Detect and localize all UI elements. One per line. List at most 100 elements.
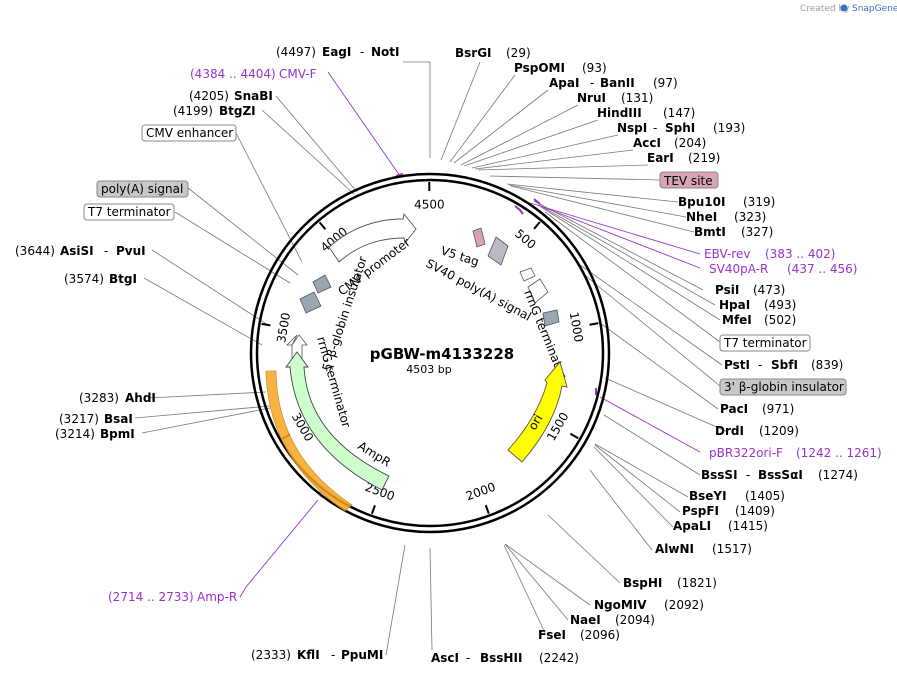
backbone-outer — [249, 172, 611, 534]
site-bsphi-pos: (1821) — [677, 576, 717, 590]
site-alwni-name: AlwNI — [655, 542, 694, 556]
globin-right-box — [719, 378, 847, 396]
snapgene-logo-icon — [840, 4, 848, 12]
site-bmti-name: BmtI — [694, 225, 726, 239]
primer-leaders — [239, 71, 701, 598]
site-bsssi-sep: - — [746, 468, 750, 482]
site-asci-pos: (2242) — [539, 651, 579, 665]
site-pspomi-name: PspOMI — [514, 61, 565, 75]
site-acci-name: AccI — [633, 136, 661, 150]
site-bsrgi-pos: (29) — [506, 46, 531, 60]
scale-tick-mark — [261, 322, 271, 327]
sv40-polya-marker — [487, 236, 509, 266]
site-bpu10i-name: Bpu10I — [678, 195, 725, 209]
site-kfli-pos: (2333) — [251, 648, 291, 662]
site-psti-pos: (839) — [811, 358, 843, 372]
site-drdi-pos: (1209) — [759, 424, 799, 438]
t7-feature-marker — [299, 291, 322, 314]
snapgene-logo: SnapGene — [852, 4, 897, 14]
site-asci-sep: - — [466, 651, 470, 665]
site-naei-name: NaeI — [570, 613, 601, 627]
site-btgzi-name: BtgZI — [219, 104, 256, 118]
ampr-arrow — [285, 351, 390, 491]
t7-right-box — [719, 334, 811, 352]
scale-tick-mark — [370, 505, 376, 515]
scale-tick-label: 1000 — [567, 311, 586, 344]
site-sbfi-name: SbfI — [771, 358, 798, 372]
site-psii-pos: (473) — [753, 283, 785, 297]
site-ngomiv-name: NgoMIV — [594, 598, 647, 612]
site-ahdi-name: AhdI — [125, 391, 156, 405]
site-nhei-pos: (323) — [734, 210, 766, 224]
site-drdi-name: DrdI — [715, 424, 744, 438]
site-bmti-pos: (327) — [741, 225, 773, 239]
site-kfli-sep: - — [331, 648, 335, 662]
polya-left-box — [96, 180, 189, 198]
t7-left-label: T7 terminator — [87, 205, 171, 219]
site-paci-name: PacI — [720, 402, 748, 416]
t7-right-label: T7 terminator — [723, 336, 807, 350]
cmv-promoter-arrow — [328, 212, 417, 263]
cmv-enhancer-box — [141, 124, 237, 142]
site-btgi-name: BtgI — [109, 272, 137, 286]
tev-site-box — [659, 171, 719, 189]
site-bsrgi-name: BsrGI — [455, 46, 492, 60]
ori-arrow — [507, 361, 568, 463]
site-pspfi-pos: (1409) — [735, 504, 775, 518]
site-hindiii-name: HindIII — [597, 106, 642, 120]
site-bsai-pos: (3217) — [59, 412, 99, 426]
site-alwni-pos: (1517) — [712, 542, 752, 556]
ampr-highlight — [265, 370, 353, 512]
scale-tick-mark — [569, 432, 579, 440]
site-hpai-pos: (493) — [764, 298, 796, 312]
scale-tick-label: 4500 — [414, 197, 445, 211]
site-asisi-sep: - — [104, 244, 108, 258]
site-hpai-name: HpaI — [719, 298, 750, 312]
site-mfei-pos: (502) — [764, 313, 796, 327]
site-nrui-name: NruI — [577, 91, 606, 105]
t7-right-marker — [542, 309, 560, 327]
plasmid-name: pGBW-m4133228 — [370, 345, 514, 363]
site-bsshii-name: BssHII — [480, 651, 522, 665]
site-mfei-name: MfeI — [722, 313, 752, 327]
scale-tick-label: 500 — [512, 226, 539, 251]
primer-ebvrev-name: EBV-rev — [704, 247, 750, 261]
site-snabi-pos: (4205) — [189, 89, 229, 103]
v5-tag-marker — [472, 227, 486, 248]
site-btgzi-pos: (4199) — [173, 104, 213, 118]
t7-left-box — [83, 203, 175, 221]
ori-label: ori — [525, 412, 545, 433]
right-arrow-1 — [519, 267, 536, 282]
site-apai-sep: - — [590, 76, 594, 90]
primer-sv40par-name: SV40pA-R — [709, 262, 768, 276]
site-asci-name: AscI — [431, 651, 459, 665]
sv40-polya-label: SV40 poly(A) signal — [424, 256, 534, 323]
site-eari-pos: (219) — [688, 151, 720, 165]
primer-ampr-range: (2714 .. 2733) — [108, 590, 194, 604]
site-nhei-name: NheI — [686, 210, 717, 224]
site-bsai-name: BsaI — [104, 412, 133, 426]
site-eari-name: EarI — [647, 151, 674, 165]
scale-tick-mark — [318, 221, 327, 230]
site-nrui-pos: (131) — [621, 91, 653, 105]
scale-tick-mark — [589, 322, 599, 326]
scale-tick-mark — [533, 221, 541, 230]
site-bseyi-pos: (1405) — [745, 489, 785, 503]
site-labels-left: (2333) KflI - PpuMI (3214) BpmI (3217) B… — [15, 89, 383, 662]
site-asisi-pos: (3644) — [15, 244, 55, 258]
site-paci-pos: (971) — [762, 402, 794, 416]
rrng-terminator-right-label: rrnG terminator — [521, 288, 569, 380]
site-bseyi-name: BseYI — [689, 489, 727, 503]
site-labels-right: (4497) EagI - NotI BsrGI (29) PspOMI (93… — [276, 45, 858, 665]
site-apai-name: ApaI — [549, 76, 579, 90]
globin-right-label: 3' β-globin insulator — [724, 380, 844, 394]
site-psti-name: PstI — [724, 358, 750, 372]
site-eagi-pos: (4497) — [276, 45, 316, 59]
site-pvui-name: PvuI — [116, 244, 146, 258]
polya-left-label: poly(A) signal — [101, 182, 183, 196]
site-bsphi-name: BspHI — [623, 576, 662, 590]
site-psti-sep: - — [758, 358, 762, 372]
site-bpmi-pos: (3214) — [55, 427, 95, 441]
primer-pbr322orif-range: (1242 .. 1261) — [796, 446, 882, 460]
primer-ebvrev-range: (383 .. 402) — [765, 247, 835, 261]
